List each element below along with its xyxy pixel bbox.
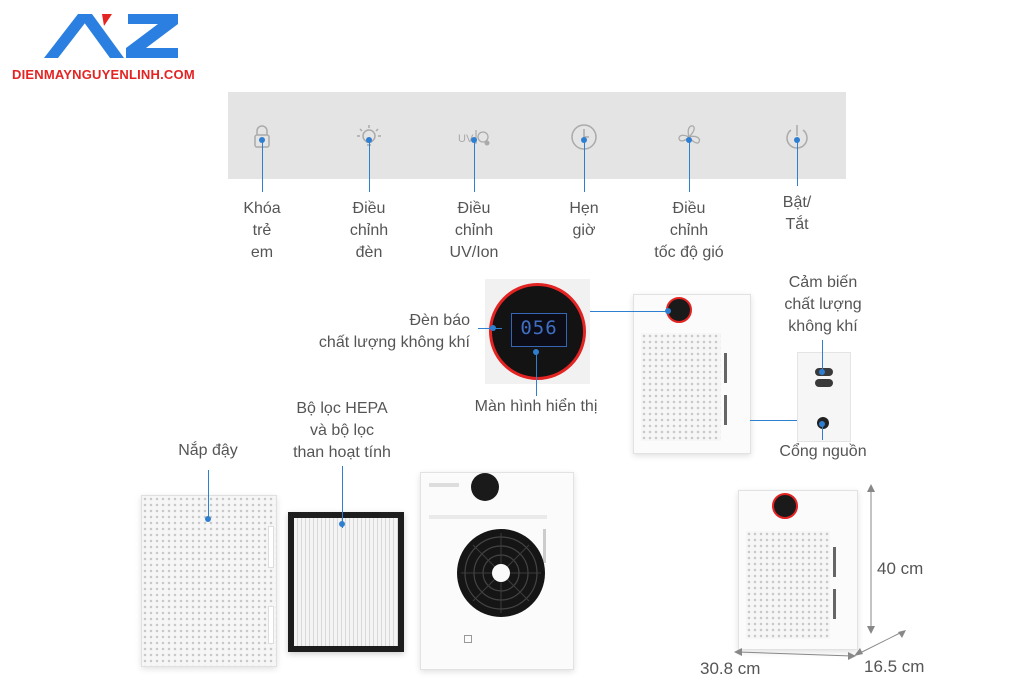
- light-connector: [369, 140, 370, 192]
- cover-panel: [141, 495, 277, 667]
- screen-connector: [536, 352, 537, 396]
- control-label-uv-ion: Điều chỉnh UV/Ion: [449, 200, 499, 261]
- hepa-connector: [342, 466, 343, 528]
- purifier-display-connector-dot: [665, 308, 671, 314]
- control-panel: [228, 92, 846, 179]
- depth-arrow: [857, 631, 903, 655]
- control-label-power: Bật/ Tắt: [782, 194, 812, 233]
- indicator-light-label: Đèn báo chất lượng không khí: [318, 312, 470, 351]
- cover-label: Nắp đậy: [178, 442, 238, 459]
- display-screen: [511, 313, 567, 347]
- air-sensor-label: Cảm biến chất lượng không khí: [784, 274, 862, 335]
- purifier-slot-top: [724, 353, 727, 383]
- uv-ion-icon: UV: [458, 130, 490, 146]
- hepa-filter-media: [294, 518, 398, 646]
- uv-icon-text: UV: [458, 133, 474, 145]
- purifier-open-display: [471, 473, 499, 501]
- display-closeup: 056: [485, 279, 590, 384]
- display-readout: 056: [520, 317, 558, 339]
- width-arrow: [737, 651, 853, 657]
- hepa-filter: [288, 512, 404, 652]
- lock-connector-dot: [259, 137, 265, 143]
- power-connector-dot: [794, 137, 800, 143]
- control-label-fan-speed: Điều chỉnh tốc độ gió: [654, 200, 724, 261]
- brand-logo: [40, 8, 190, 66]
- cover-handle-top: [268, 526, 274, 568]
- uv-connector: [474, 140, 475, 192]
- timer-connector: [584, 140, 585, 192]
- purifier-grille: [641, 333, 721, 441]
- purifier-open-brand-mark: [429, 483, 459, 487]
- power-port-connector-dot: [819, 421, 825, 427]
- cover-connector-dot: [205, 516, 211, 522]
- sensor-connector-dot: [819, 369, 825, 375]
- dimension-view-grille: [746, 531, 830, 639]
- purifier-front: [633, 294, 751, 454]
- sensor-vent-bottom: [815, 379, 833, 387]
- hepa-connector-dot: [339, 521, 345, 527]
- brand-name: DIENMAYNGUYENLINH.COM: [12, 67, 195, 82]
- dimension-view-slot-top: [833, 547, 836, 577]
- logo-mark-icon: [44, 14, 178, 58]
- fan-connector-dot: [686, 137, 692, 143]
- power-port-connector: [822, 424, 823, 440]
- height-label: 40 cm: [877, 559, 924, 578]
- control-label-timer: Hẹn giờ: [569, 200, 599, 239]
- power-connector: [797, 140, 798, 186]
- cover-connector: [208, 470, 209, 520]
- fan-grille-icon: [457, 529, 545, 617]
- purifier-open: [420, 472, 574, 670]
- purifier-open-slot: [543, 529, 546, 563]
- dimension-view-slot-bottom: [833, 589, 836, 619]
- cover-handle-bottom: [268, 606, 274, 644]
- light-connector-dot: [366, 137, 372, 143]
- control-label-light: Điều chỉnh đèn: [349, 200, 389, 261]
- fan-icon: [678, 125, 701, 144]
- side-connector: [750, 420, 797, 421]
- indicator-connector-dot: [490, 325, 496, 331]
- screen-connector-dot: [533, 349, 539, 355]
- display-screen-label: Màn hình hiển thị: [474, 398, 598, 415]
- fan-connector: [689, 140, 690, 192]
- purifier-display-connector: [590, 311, 668, 312]
- hepa-filter-label: Bộ lọc HEPA và bộ lọc than hoạt tính: [293, 400, 391, 461]
- depth-label: 16.5 cm: [864, 657, 925, 676]
- purifier-slot-bottom: [724, 395, 727, 425]
- purifier-open-frame: [429, 515, 547, 519]
- timer-connector-dot: [581, 137, 587, 143]
- dimension-lines: [734, 484, 906, 660]
- dimension-view-display: [772, 493, 798, 519]
- width-label: 30.8 cm: [700, 659, 761, 678]
- power-port-label: Cổng nguồn: [779, 443, 867, 460]
- lock-connector: [262, 140, 263, 192]
- uv-connector-dot: [471, 137, 477, 143]
- sensor-connector: [822, 340, 823, 372]
- purifier-open-vent: [464, 635, 472, 643]
- purifier-dimension-view: [738, 490, 858, 650]
- control-label-lock: Khóa trẻ em: [243, 200, 281, 261]
- purifier-side: [797, 352, 851, 442]
